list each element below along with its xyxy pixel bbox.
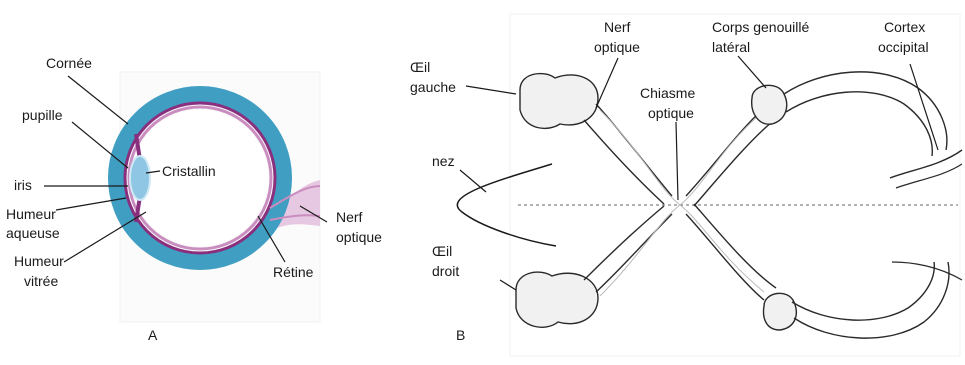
label-retina: Rétine [273, 264, 314, 280]
label-cortex-line2: occipital [878, 39, 929, 55]
top-radiation-outer [783, 71, 948, 151]
label-aqueous-line2: aqueuse [6, 225, 60, 241]
label-lgn-line2: latéral [712, 39, 750, 55]
lens-shape [129, 155, 151, 201]
top-radiation-inner [785, 91, 933, 157]
optic-nerve-leader-b [595, 57, 619, 109]
bottom-cortex-edge [891, 261, 963, 281]
left-optic-nerve-inner [583, 119, 665, 205]
aqueous-leader [55, 197, 127, 211]
optic-nerve-leader [299, 205, 328, 223]
label-optic-nerve-b-line1: Nerf [604, 19, 631, 35]
lgn-top-shape [751, 84, 788, 125]
nerve-fiber-top [269, 185, 321, 209]
label-cornea: Cornée [46, 55, 92, 71]
label-cortex-line1: Cortex [884, 19, 925, 35]
chiasm-inner-bottom [599, 204, 765, 297]
left-eye-leader [465, 85, 517, 95]
bottom-radiation-outer [793, 261, 950, 339]
vitreous-shape [132, 110, 268, 246]
retina-leader [257, 215, 286, 263]
label-nose: nez [432, 153, 455, 169]
cortex-leader [909, 63, 939, 151]
label-optic-nerve-line1: Nerf [336, 209, 363, 225]
left-eye-shape [519, 72, 599, 130]
right-eye-shape [515, 271, 599, 328]
label-left-eye-line2: gauche [410, 79, 456, 95]
bottom-radiation-inner [791, 261, 935, 321]
right-optic-nerve-inner [583, 205, 665, 281]
label-right-eye-line1: Œil [432, 243, 452, 259]
lgn-leader [737, 55, 767, 89]
label-vitreous-line2: vitrée [24, 273, 58, 289]
nose-leader [459, 169, 487, 193]
label-optic-nerve-b-line2: optique [594, 39, 640, 55]
label-vitreous-line1: Humeur [14, 253, 64, 269]
panel-label-a: A [148, 327, 158, 343]
eye-diagram: Cornée pupille Cristallin iris Humeur aq… [6, 55, 382, 343]
label-lgn-line1: Corps genouillé [712, 19, 809, 35]
label-chiasm-line1: Chiasme [640, 85, 695, 101]
right-eye-leader [499, 279, 517, 291]
label-chiasm-line2: optique [648, 105, 694, 121]
lgn-bottom-shape [762, 292, 798, 331]
chiasm-leader [675, 121, 679, 201]
top-optic-tract-outer [685, 111, 761, 197]
label-aqueous-line1: Humeur [6, 206, 56, 222]
top-cortex-edge [889, 149, 963, 179]
label-right-eye-line2: droit [432, 263, 459, 279]
cornea-shape [114, 128, 132, 228]
nose-outline [456, 163, 557, 247]
label-lens: Cristallin [162, 163, 216, 179]
bottom-optic-tract-inner [693, 203, 777, 289]
vitreous-leader [63, 211, 147, 263]
top-cortex-edge-2 [895, 163, 963, 189]
bottom-optic-tract-outer [685, 213, 765, 301]
label-iris: iris [14, 177, 32, 193]
pupil-leader [71, 121, 129, 169]
label-left-eye-line1: Œil [410, 59, 430, 75]
panel-label-b: B [456, 327, 465, 343]
cornea-leader [67, 75, 129, 125]
label-optic-nerve-line2: optique [336, 229, 382, 245]
visual-pathway-diagram: Œil gauche Nerf optique Chiasme optique … [410, 13, 963, 357]
top-optic-tract-inner [693, 121, 773, 207]
choroid-shape [123, 101, 277, 255]
label-pupil: pupille [22, 107, 63, 123]
lens-leader [145, 170, 161, 174]
right-optic-nerve-outer [595, 213, 673, 293]
